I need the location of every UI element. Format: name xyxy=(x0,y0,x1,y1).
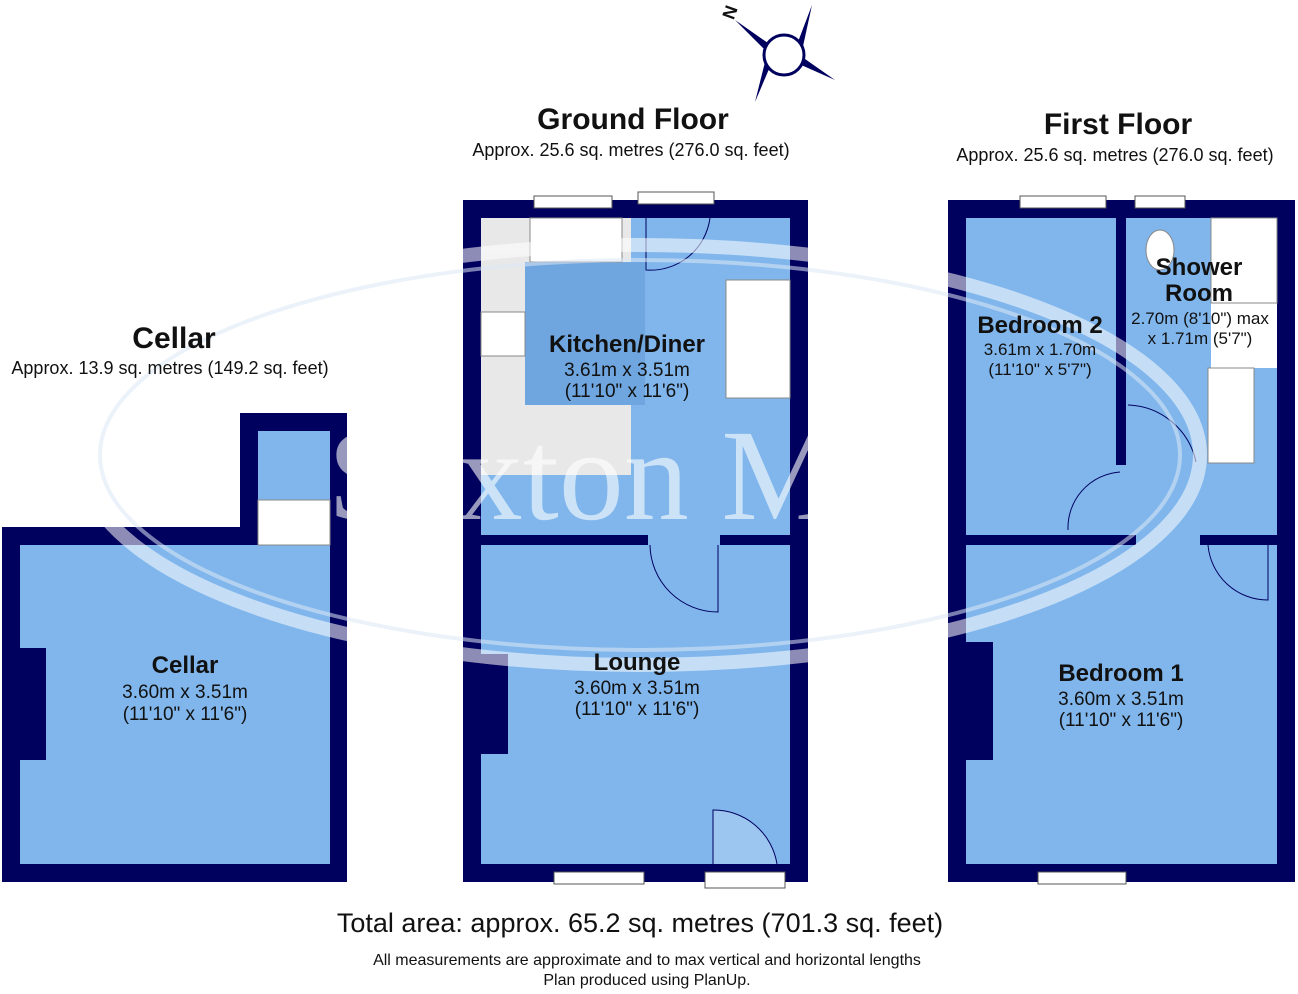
room-metric: 3.60m x 3.51m xyxy=(574,678,700,699)
chimney-breast xyxy=(481,654,508,754)
room-name: Bedroom 1 xyxy=(1058,660,1184,687)
room-name: Room xyxy=(1165,280,1233,307)
room-imperial: (11'10" x 11'6") xyxy=(574,699,700,720)
watermark xyxy=(73,238,1207,672)
disclaimer: All measurements are approximate and to … xyxy=(373,952,921,969)
hob xyxy=(480,311,526,357)
total-area: Total area: approx. 65.2 sq. metres (701… xyxy=(336,908,944,938)
room-imperial: x 1.71m (5'7") xyxy=(1147,329,1253,348)
chimney-breast xyxy=(20,648,46,760)
ground-floor-plan xyxy=(463,191,808,889)
room-metric: 3.60m x 3.51m xyxy=(122,682,248,703)
cellar-title: Cellar xyxy=(132,322,216,355)
room-metric: 3.61m x 1.70m xyxy=(983,340,1097,359)
ground-floor-title: Ground Floor xyxy=(537,103,729,136)
room-imperial: (11'10" x 11'6") xyxy=(564,381,690,402)
first-floor-title: First Floor xyxy=(1043,108,1193,141)
room-name: Kitchen/Diner xyxy=(548,331,706,358)
first-floor-area: Approx. 25.6 sq. metres (276.0 sq. feet) xyxy=(956,145,1274,165)
room-metric: 3.60m x 3.51m xyxy=(1058,689,1184,710)
room-name: Shower xyxy=(1155,254,1243,281)
cellar-plan xyxy=(2,413,347,882)
room-metric: 2.70m (8'10") max xyxy=(1131,309,1269,328)
ground-floor-area: Approx. 25.6 sq. metres (276.0 sq. feet) xyxy=(472,140,790,160)
room-name: Cellar xyxy=(151,652,219,679)
room-name: Lounge xyxy=(593,649,681,676)
room-imperial: (11'10" x 11'6") xyxy=(1058,710,1184,731)
room-metric: 3.61m x 3.51m xyxy=(564,360,690,381)
stairs xyxy=(725,279,791,399)
compass-icon xyxy=(735,5,835,102)
room-name: Bedroom 2 xyxy=(977,312,1103,339)
room-imperial: (11'10" x 5'7") xyxy=(988,360,1092,379)
room-imperial: (11'10" x 11'6") xyxy=(122,704,248,725)
cellar-area: Approx. 13.9 sq. metres (149.2 sq. feet) xyxy=(11,358,329,378)
chimney-breast xyxy=(966,642,993,760)
produced-by: Plan produced using PlanUp. xyxy=(543,972,751,989)
watermark-text: Saxton Mee xyxy=(327,404,953,548)
